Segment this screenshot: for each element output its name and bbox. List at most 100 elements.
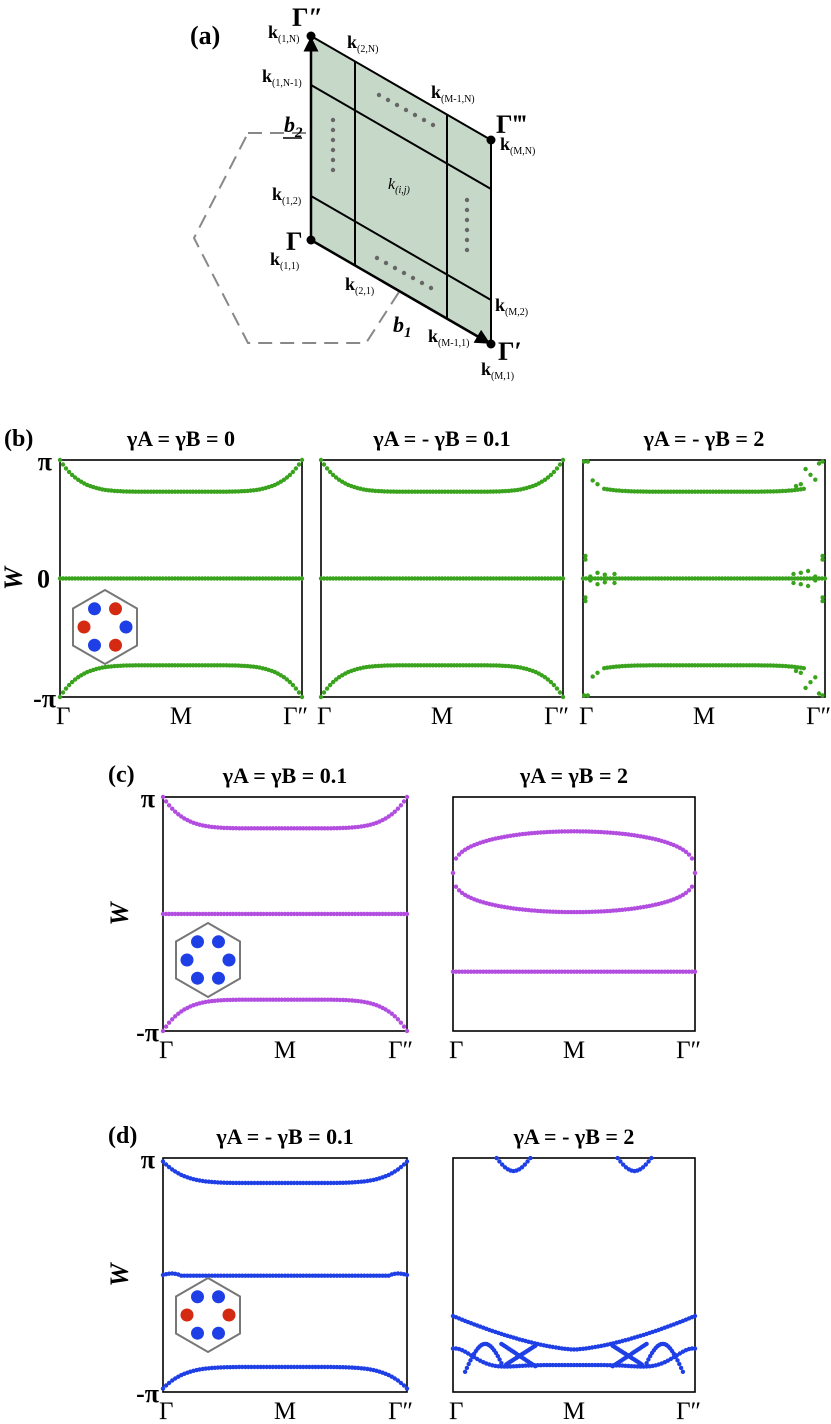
data-point (590, 674, 595, 679)
data-point (707, 663, 713, 668)
data-point (780, 663, 785, 669)
data-point (196, 576, 202, 581)
data-point (284, 475, 290, 480)
k-subscript: (1,2) (282, 196, 301, 207)
data-point (285, 1364, 291, 1370)
data-point (261, 1364, 266, 1370)
data-point (270, 997, 275, 1002)
data-point (284, 677, 290, 682)
data-point (330, 472, 336, 478)
data-point (206, 576, 211, 581)
data-point (173, 1014, 178, 1019)
data-point (377, 911, 382, 917)
data-point (240, 1273, 245, 1278)
data-point (285, 826, 291, 831)
data-point (307, 1364, 312, 1370)
data-point (287, 472, 293, 478)
data-point (589, 1362, 595, 1368)
data-point (60, 462, 66, 467)
data-point (327, 682, 333, 688)
data-point (589, 909, 595, 914)
data-point (479, 576, 484, 581)
data-point (299, 457, 305, 463)
data-point (467, 489, 472, 494)
data-point (230, 1273, 236, 1278)
plot-title: γA = - γB = 0.1 (215, 1124, 353, 1149)
data-point (346, 1273, 352, 1278)
plot-frame (452, 1157, 696, 1393)
y-tick-pi: π (141, 784, 155, 813)
data-point (585, 693, 590, 698)
data-point (780, 576, 785, 581)
k-point-label: k(M,N) (500, 134, 535, 157)
data-point (252, 1364, 257, 1370)
plot-title: γA = - γB = 0.1 (372, 426, 510, 451)
data-point (395, 1167, 401, 1172)
data-point (109, 576, 114, 581)
data-point (242, 576, 247, 581)
data-point (719, 576, 725, 581)
inset-site-blue (191, 1326, 204, 1340)
data-point (468, 969, 474, 974)
data-point (599, 909, 604, 914)
data-point (671, 969, 676, 974)
data-point (362, 911, 367, 917)
data-point (307, 997, 312, 1002)
gamma-origin-label: Γ (286, 227, 303, 256)
plot-title: γA = γB = 0 (126, 426, 235, 451)
data-point (386, 814, 391, 819)
data-point (550, 1362, 555, 1368)
x-tick-label: Γ″ (676, 1398, 701, 1424)
gamma-origin-point (306, 235, 316, 245)
data-point (252, 1273, 257, 1278)
data-point (325, 1180, 330, 1186)
k-letter: k (268, 22, 278, 42)
data-point (382, 489, 387, 494)
data-point (331, 1180, 336, 1186)
panel-a-diagram: (a) Γ″ Γ‴ Γ Γ′ b2 b1 k(i,j) k (190, 3, 535, 382)
data-point (181, 663, 187, 668)
data-point (172, 663, 178, 668)
k-point-label: k(M,1) (481, 359, 514, 382)
kij-label: k(i,j) (388, 176, 410, 196)
data-point (464, 1365, 470, 1371)
data-point (218, 1273, 224, 1278)
data-point (252, 997, 257, 1002)
data-point (316, 1273, 321, 1278)
data-point (529, 969, 534, 974)
data-point (325, 1273, 330, 1278)
data-point (331, 997, 336, 1002)
data-point (252, 826, 257, 831)
data-point (798, 582, 803, 587)
data-point (791, 571, 796, 577)
data-point (589, 829, 595, 834)
data-point (820, 557, 825, 562)
x-tick-label: Γ″ (388, 1037, 413, 1064)
x-tick-label: M (274, 1037, 296, 1064)
data-point (612, 580, 617, 586)
data-point (291, 1273, 297, 1278)
data-point (820, 459, 825, 464)
data-point (266, 576, 271, 581)
x-tick-label: M (431, 703, 453, 730)
data-point (551, 469, 557, 475)
data-point (163, 1162, 169, 1167)
data-point (318, 694, 324, 700)
data-point (494, 489, 499, 494)
data-point (562, 1362, 568, 1368)
data-point (145, 489, 150, 494)
data-point (206, 489, 211, 494)
data-point (166, 911, 172, 917)
data-point (599, 1362, 604, 1368)
plot-title: γA = - γB = 2 (643, 426, 765, 451)
data-point (528, 1155, 533, 1161)
data-point (233, 489, 238, 494)
data-point (678, 1365, 684, 1371)
data-point (293, 686, 299, 691)
data-point (398, 1164, 404, 1170)
data-point (805, 583, 811, 589)
grid-line (310, 84, 492, 190)
data-point (620, 488, 625, 494)
data-point (301, 1273, 306, 1278)
